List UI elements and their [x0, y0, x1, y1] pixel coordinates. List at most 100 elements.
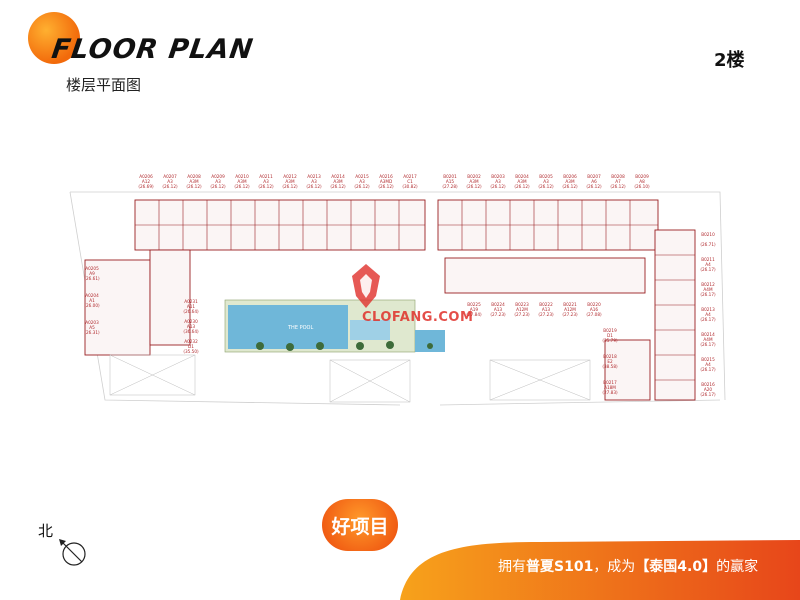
- unit-label-type: E2: [607, 359, 613, 364]
- north-label: 北: [38, 522, 54, 540]
- unit-label-area: (38.58): [602, 364, 618, 369]
- unit-labels-top-right: B0201A15(27.28)B0202A3M(26.12)B0203A3(26…: [442, 174, 650, 189]
- unit-labels-mid-right: B0225A19(27.84)B0224A13(27.23)B0223A12M(…: [466, 302, 602, 317]
- unit-label-area: (26.12): [466, 184, 482, 189]
- unit-label-id: B0209: [635, 174, 649, 179]
- unit-label-area: (26.12): [234, 184, 250, 189]
- floor-label: 2楼: [714, 50, 745, 71]
- unit-label-type: A12M: [564, 307, 576, 312]
- unit-label-type: A3: [167, 179, 173, 184]
- unit-label-type: A4: [705, 262, 711, 267]
- unit-label-area: (26.12): [562, 184, 578, 189]
- unit-label-type: A3M: [565, 179, 575, 184]
- unit-label-type: D1: [607, 333, 613, 338]
- unit-label-id: B0223: [515, 302, 529, 307]
- unit-label-id: A0230: [184, 319, 198, 324]
- unit-label-id: B0218: [603, 354, 617, 359]
- unit-label-area: (26.12): [354, 184, 370, 189]
- brand-badge: 好项目: [322, 499, 398, 551]
- unit-label-type: A13: [187, 324, 196, 329]
- unit-labels-lower-right: B0219D1(35.79)B0218E2(38.58)B0217A18M(27…: [602, 328, 618, 395]
- unit-label-area: (27.08): [586, 312, 602, 317]
- unit-label-id: A0208: [187, 174, 201, 179]
- unit-label-id: A0210: [235, 174, 249, 179]
- unit-label-type: A3M: [517, 179, 527, 184]
- unit-label-id: B0216: [701, 382, 715, 387]
- unit-label-type: A3: [359, 179, 365, 184]
- unit-label-id: B0208: [611, 174, 625, 179]
- unit-label-area: (27.83): [602, 390, 618, 395]
- unit-label-area: (26.12): [538, 184, 554, 189]
- unit-label-type: C1: [407, 179, 413, 184]
- bottom-banner: [400, 540, 800, 600]
- pool-label: THE POOL: [287, 325, 313, 331]
- unit-label-area: (26.12): [490, 184, 506, 189]
- unit-label-area: (26.17): [700, 367, 716, 372]
- unit-label-id: B0211: [701, 257, 715, 262]
- unit-label-area: (26.61): [84, 276, 100, 281]
- unit-label-area: (26.17): [700, 392, 716, 397]
- unit-label-type: A19: [470, 307, 479, 312]
- unit-label-area: (26.17): [700, 317, 716, 322]
- unit-label-area: (26.12): [586, 184, 602, 189]
- unit-label-type: A13: [494, 307, 503, 312]
- unit-labels-right: B0210(26.71)B0211A4(26.17)B0212A4M(26.17…: [700, 232, 716, 397]
- unit-label-area: (27.23): [538, 312, 554, 317]
- unit-label-type: A13: [542, 307, 551, 312]
- unit-label-area: (30.82): [402, 184, 418, 189]
- unit-label-type: D1: [188, 344, 194, 349]
- unit-label-id: A0231: [184, 299, 198, 304]
- unit-label-area: (26.00): [84, 303, 100, 308]
- unit-label-type: A5: [89, 325, 95, 330]
- unit-label-type: A3: [311, 179, 317, 184]
- unit-label-area: (26.69): [138, 184, 154, 189]
- unit-label-type: A3M: [237, 179, 247, 184]
- unit-label-type: A4: [705, 312, 711, 317]
- unit-label-id: A0211: [259, 174, 273, 179]
- unit-label-id: B0221: [563, 302, 577, 307]
- unit-label-type: A8: [639, 179, 645, 184]
- unit-label-id: A0207: [163, 174, 177, 179]
- unit-label-type: A3M: [189, 179, 199, 184]
- unit-label-id: A0213: [307, 174, 321, 179]
- unit-label-area: (26.12): [330, 184, 346, 189]
- unit-label-type: A3: [543, 179, 549, 184]
- floor-plan: THE POOL A0206A12(26.69)A0207A3(26.12)A0…: [69, 174, 726, 406]
- unit-label-id: B0213: [701, 307, 715, 312]
- unit-label-area: (26.31): [84, 330, 100, 335]
- unit-label-type: A9: [89, 271, 95, 276]
- logo-circle: [28, 12, 80, 64]
- unit-label-area: (26.10): [634, 184, 650, 189]
- unit-label-id: B0217: [603, 380, 617, 385]
- unit-label-id: B0212: [701, 282, 715, 287]
- page-subtitle: 楼层平面图: [66, 76, 142, 94]
- unit-label-type: A12M: [516, 307, 528, 312]
- watermark-text: CLOFANG.COM: [362, 310, 474, 325]
- unit-label-id: A0217: [403, 174, 417, 179]
- banner-text-5: 的赢家: [716, 559, 759, 575]
- banner-slogan: 拥有普夏S101，成为【泰国4.0】的赢家: [498, 556, 758, 576]
- unit-label-type: A12: [142, 179, 151, 184]
- site-outline: [69, 191, 726, 406]
- unit-label-id: B0201: [443, 174, 457, 179]
- unit-label-id: B0214: [701, 332, 715, 337]
- banner-text-1: 拥有: [498, 559, 526, 575]
- unit-label-area: (26.12): [306, 184, 322, 189]
- unit-label-type: A3: [215, 179, 221, 184]
- unit-label-id: A0204: [85, 293, 99, 298]
- unit-label-type: A11: [187, 304, 196, 309]
- unit-label-id: B0202: [467, 174, 481, 179]
- unit-label-type: A6: [591, 179, 597, 184]
- unit-label-id: B0206: [563, 174, 577, 179]
- building-right: [437, 199, 696, 401]
- unit-label-id: B0207: [587, 174, 601, 179]
- unit-label-id: B0219: [603, 328, 617, 333]
- unit-label-id: B0220: [587, 302, 601, 307]
- banner-text-4: 【泰国4.0】: [635, 559, 717, 575]
- unit-label-type: A7: [615, 179, 621, 184]
- unit-label-type: A4M: [703, 287, 713, 292]
- unit-label-area: (26.12): [162, 184, 178, 189]
- unit-label-id: B0204: [515, 174, 529, 179]
- pool-area: [224, 299, 445, 353]
- unit-label-area: (26.12): [186, 184, 202, 189]
